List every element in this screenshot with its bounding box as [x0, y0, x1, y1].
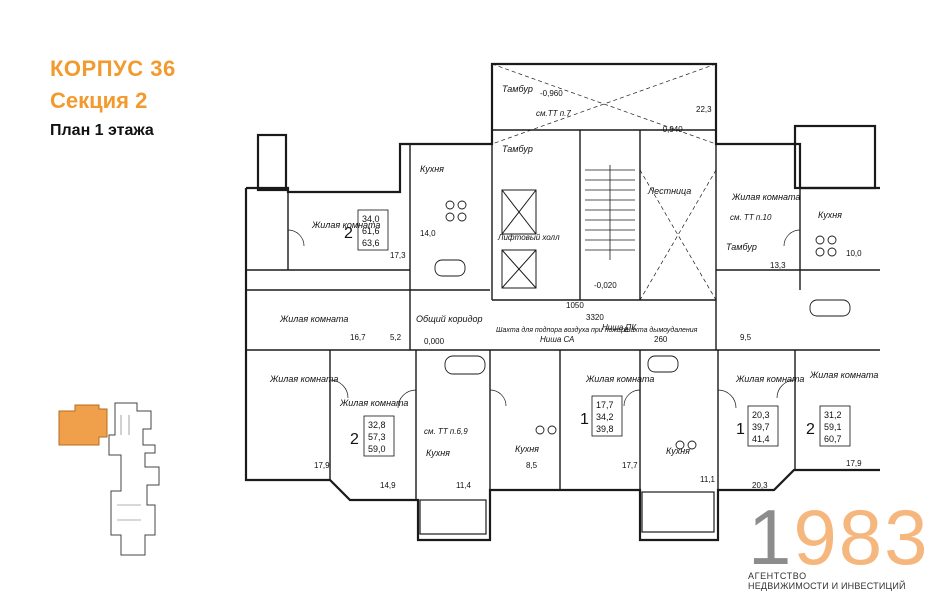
note-pk: Ниша ПК [602, 323, 637, 332]
value-11-1: 11,1 [700, 475, 716, 484]
room-smoke-shaft: Шахта дымоудаления [624, 326, 698, 334]
svg-text:31,2: 31,2 [824, 410, 842, 420]
floor-plan: Жилая комната Кухня Жилая комната Общий … [244, 62, 880, 542]
value-5-2: 5,2 [390, 333, 402, 342]
svg-text:39,7: 39,7 [752, 422, 770, 432]
room-kitchen-top: Кухня [420, 164, 444, 174]
loggia-left [256, 133, 288, 192]
svg-text:57,3: 57,3 [368, 432, 386, 442]
elevation-000: 0,000 [424, 337, 445, 346]
keyplan-highlight-section [58, 404, 108, 446]
area-box-bl: 2 32,8 57,3 59,0 [350, 415, 395, 457]
value-16-7: 16,7 [350, 333, 366, 342]
elevation-m0960: -0,960 [540, 89, 563, 98]
svg-text:59,1: 59,1 [824, 422, 842, 432]
value-17-3: 17,3 [390, 251, 406, 260]
room-living-tl: Жилая комната [311, 220, 380, 230]
area-box-c: 1 17,7 34,2 39,8 [580, 395, 623, 437]
value-20-3: 20,3 [752, 481, 768, 490]
room-elevator-hall: Лифтовый холл [497, 233, 560, 242]
room-living-c: Жилая комната [585, 374, 654, 384]
svg-text:2: 2 [806, 421, 815, 438]
svg-text:20,3: 20,3 [752, 410, 770, 420]
plan-label: План 1 этажа [50, 122, 154, 139]
value-17-7: 17,7 [622, 461, 638, 470]
key-plan [58, 402, 160, 556]
svg-text:32,8: 32,8 [368, 420, 386, 430]
bathroom-fixtures [434, 200, 851, 450]
room-kitchen-b3: Кухня [666, 446, 690, 456]
room-corridor: Общий коридор [416, 314, 483, 324]
brand-logo: 1983 АГЕНТСТВО НЕДВИЖИМОСТИ И ИНВЕСТИЦИЙ [748, 498, 928, 591]
note-tt10: см. ТТ п.10 [730, 213, 772, 222]
outer-wall-top [246, 62, 880, 194]
svg-text:1: 1 [736, 421, 745, 438]
note-tt7: см.ТТ п.7 [536, 109, 571, 118]
building-title: КОРПУС 36 [50, 56, 176, 81]
note-sa: Ниша СА [540, 335, 574, 344]
area-box-tl: 2 34,0 61,6 63,6 [344, 209, 389, 251]
svg-text:34,2: 34,2 [596, 412, 614, 422]
keyplan-building-outline [108, 402, 160, 556]
room-living-b2: Жилая комната [339, 398, 408, 408]
svg-text:41,4: 41,4 [752, 434, 770, 444]
brand-number: 1983 [748, 498, 928, 576]
dim-1050: 1050 [566, 301, 584, 310]
room-living-r1: Жилая комната [735, 374, 804, 384]
dim-260: 260 [654, 335, 668, 344]
value-10: 10,0 [846, 249, 862, 258]
brand-number-first: 1 [748, 493, 794, 581]
svg-text:2: 2 [344, 225, 353, 242]
value-14-9: 14,9 [380, 481, 396, 490]
staircase [585, 165, 635, 260]
value-11-4: 11,4 [456, 481, 472, 490]
value-14: 14,0 [420, 229, 436, 238]
room-vestibule-1: Тамбур [502, 84, 533, 94]
svg-text:39,8: 39,8 [596, 424, 614, 434]
svg-text:59,0: 59,0 [368, 444, 386, 454]
door-swings [287, 229, 801, 409]
elevator-shafts [501, 189, 537, 289]
dim-3320: 3320 [586, 313, 604, 322]
loggia-right [793, 124, 877, 190]
value-13-3: 13,3 [770, 261, 786, 270]
svg-text:63,6: 63,6 [362, 238, 380, 248]
elevation-m0020: -0,020 [594, 281, 617, 290]
room-vestibule-2: Тамбур [502, 144, 533, 154]
room-kitchen-b1: Кухня [426, 448, 450, 458]
brand-line-1: АГЕНТСТВО [748, 571, 807, 581]
brand-line-2: НЕДВИЖИМОСТИ И ИНВЕСТИЦИЙ [748, 581, 906, 591]
svg-text:61,6: 61,6 [362, 226, 380, 236]
area-box-r2: 2 31,2 59,1 60,7 [806, 405, 851, 447]
room-kitchen-b2: Кухня [515, 444, 539, 454]
room-shaft: Шахта для подпора воздуха при пожаре [496, 326, 629, 334]
svg-text:17,7: 17,7 [596, 400, 614, 410]
room-vestibule-3: Тамбур [726, 242, 757, 252]
room-living-left: Жилая комната [279, 314, 348, 324]
value-17-9a: 17,9 [314, 461, 330, 470]
value-8-5: 8,5 [526, 461, 538, 470]
room-kitchen-r: Кухня [818, 210, 842, 220]
section-title: Секция 2 [50, 88, 148, 113]
svg-text:34,0: 34,0 [362, 214, 380, 224]
room-living-rt: Жилая комната [731, 192, 800, 202]
title-block: КОРПУС 36 Секция 2 План 1 этажа [50, 54, 176, 142]
room-living-bl: Жилая комната [269, 374, 338, 384]
area-box-r1: 1 20,3 39,7 41,4 [736, 405, 779, 447]
note-tt69: см. ТТ п.6,9 [424, 427, 468, 436]
room-stairs: Лестница [647, 186, 691, 196]
balconies [419, 491, 715, 535]
value-17-9b: 17,9 [846, 459, 862, 468]
svg-text:2: 2 [350, 431, 359, 448]
svg-text:1: 1 [580, 411, 589, 428]
value-9-5: 9,5 [740, 333, 752, 342]
value-22-3: 22,3 [696, 105, 712, 114]
elevation-m0940: -0,940 [660, 125, 683, 134]
room-living-r2: Жилая комната [809, 370, 878, 380]
svg-text:60,7: 60,7 [824, 434, 842, 444]
brand-number-rest: 983 [793, 493, 930, 581]
